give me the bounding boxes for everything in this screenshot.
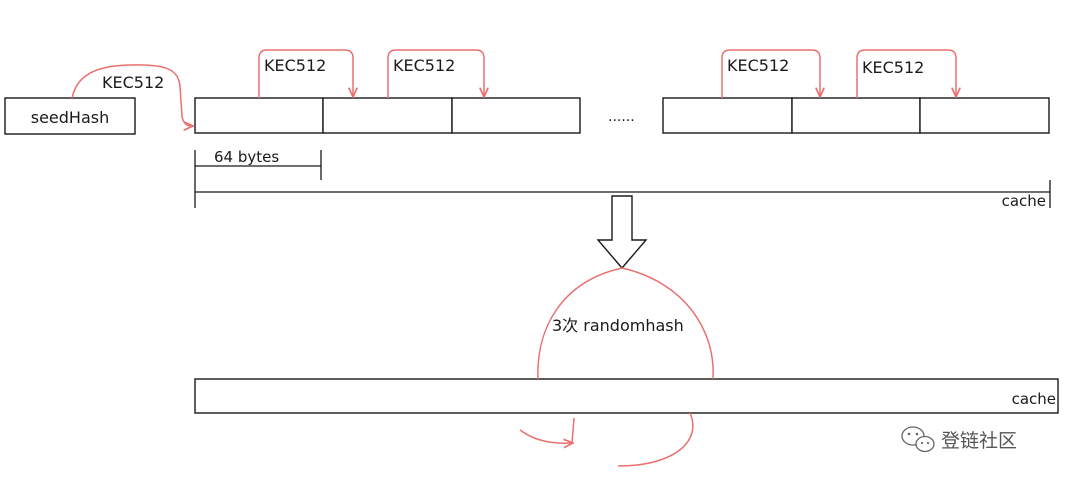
kec512-arrow-right-1: KEC512 <box>721 49 820 98</box>
cache-cell-2 <box>322 97 453 134</box>
down-arrow-icon <box>596 195 648 270</box>
kec512-label-right-2: KEC512 <box>862 58 924 77</box>
cache-cell-n-2 <box>662 97 793 134</box>
cache-cell-n-1 <box>791 97 921 134</box>
kec512-label-left-2: KEC512 <box>393 56 455 75</box>
randomhash-label: 3次 randomhash <box>552 316 684 335</box>
kec512-arrow-left-2: KEC512 <box>387 49 484 98</box>
wechat-icon <box>901 426 935 453</box>
cache-cell-3 <box>451 97 581 134</box>
kec512-arrow-seed: KEC512 <box>71 64 192 126</box>
bytes-label: 64 bytes <box>214 148 279 166</box>
cache-label-top: cache <box>1002 192 1046 210</box>
randomhash-loop-upper <box>537 267 714 380</box>
watermark-text: 登链社区 <box>941 430 1017 452</box>
bytes-bracket: 64 bytes <box>194 148 322 180</box>
seedhash-node: seedHash <box>4 97 136 135</box>
kec512-label-left-1: KEC512 <box>264 56 326 75</box>
cache-span-bracket: cache <box>194 180 1051 210</box>
cache-label-bottom: cache <box>1012 390 1056 408</box>
kec512-label-right-1: KEC512 <box>727 56 789 75</box>
watermark: 登链社区 <box>901 426 1017 453</box>
ellipsis: ...... <box>608 109 635 125</box>
kec512-arrow-left-1: KEC512 <box>258 49 353 98</box>
cache-cells-right <box>662 97 1050 134</box>
cache-cell-1 <box>194 97 324 134</box>
kec512-arrow-right-2: KEC512 <box>856 49 956 98</box>
kec512-label-seed: KEC512 <box>102 73 164 92</box>
cache-cell-n <box>919 97 1050 134</box>
seedhash-label: seedHash <box>31 108 110 127</box>
cache-bar-bottom: cache <box>194 378 1059 414</box>
cache-cells-left <box>194 97 581 134</box>
randomhash-loop-lower <box>519 412 694 467</box>
